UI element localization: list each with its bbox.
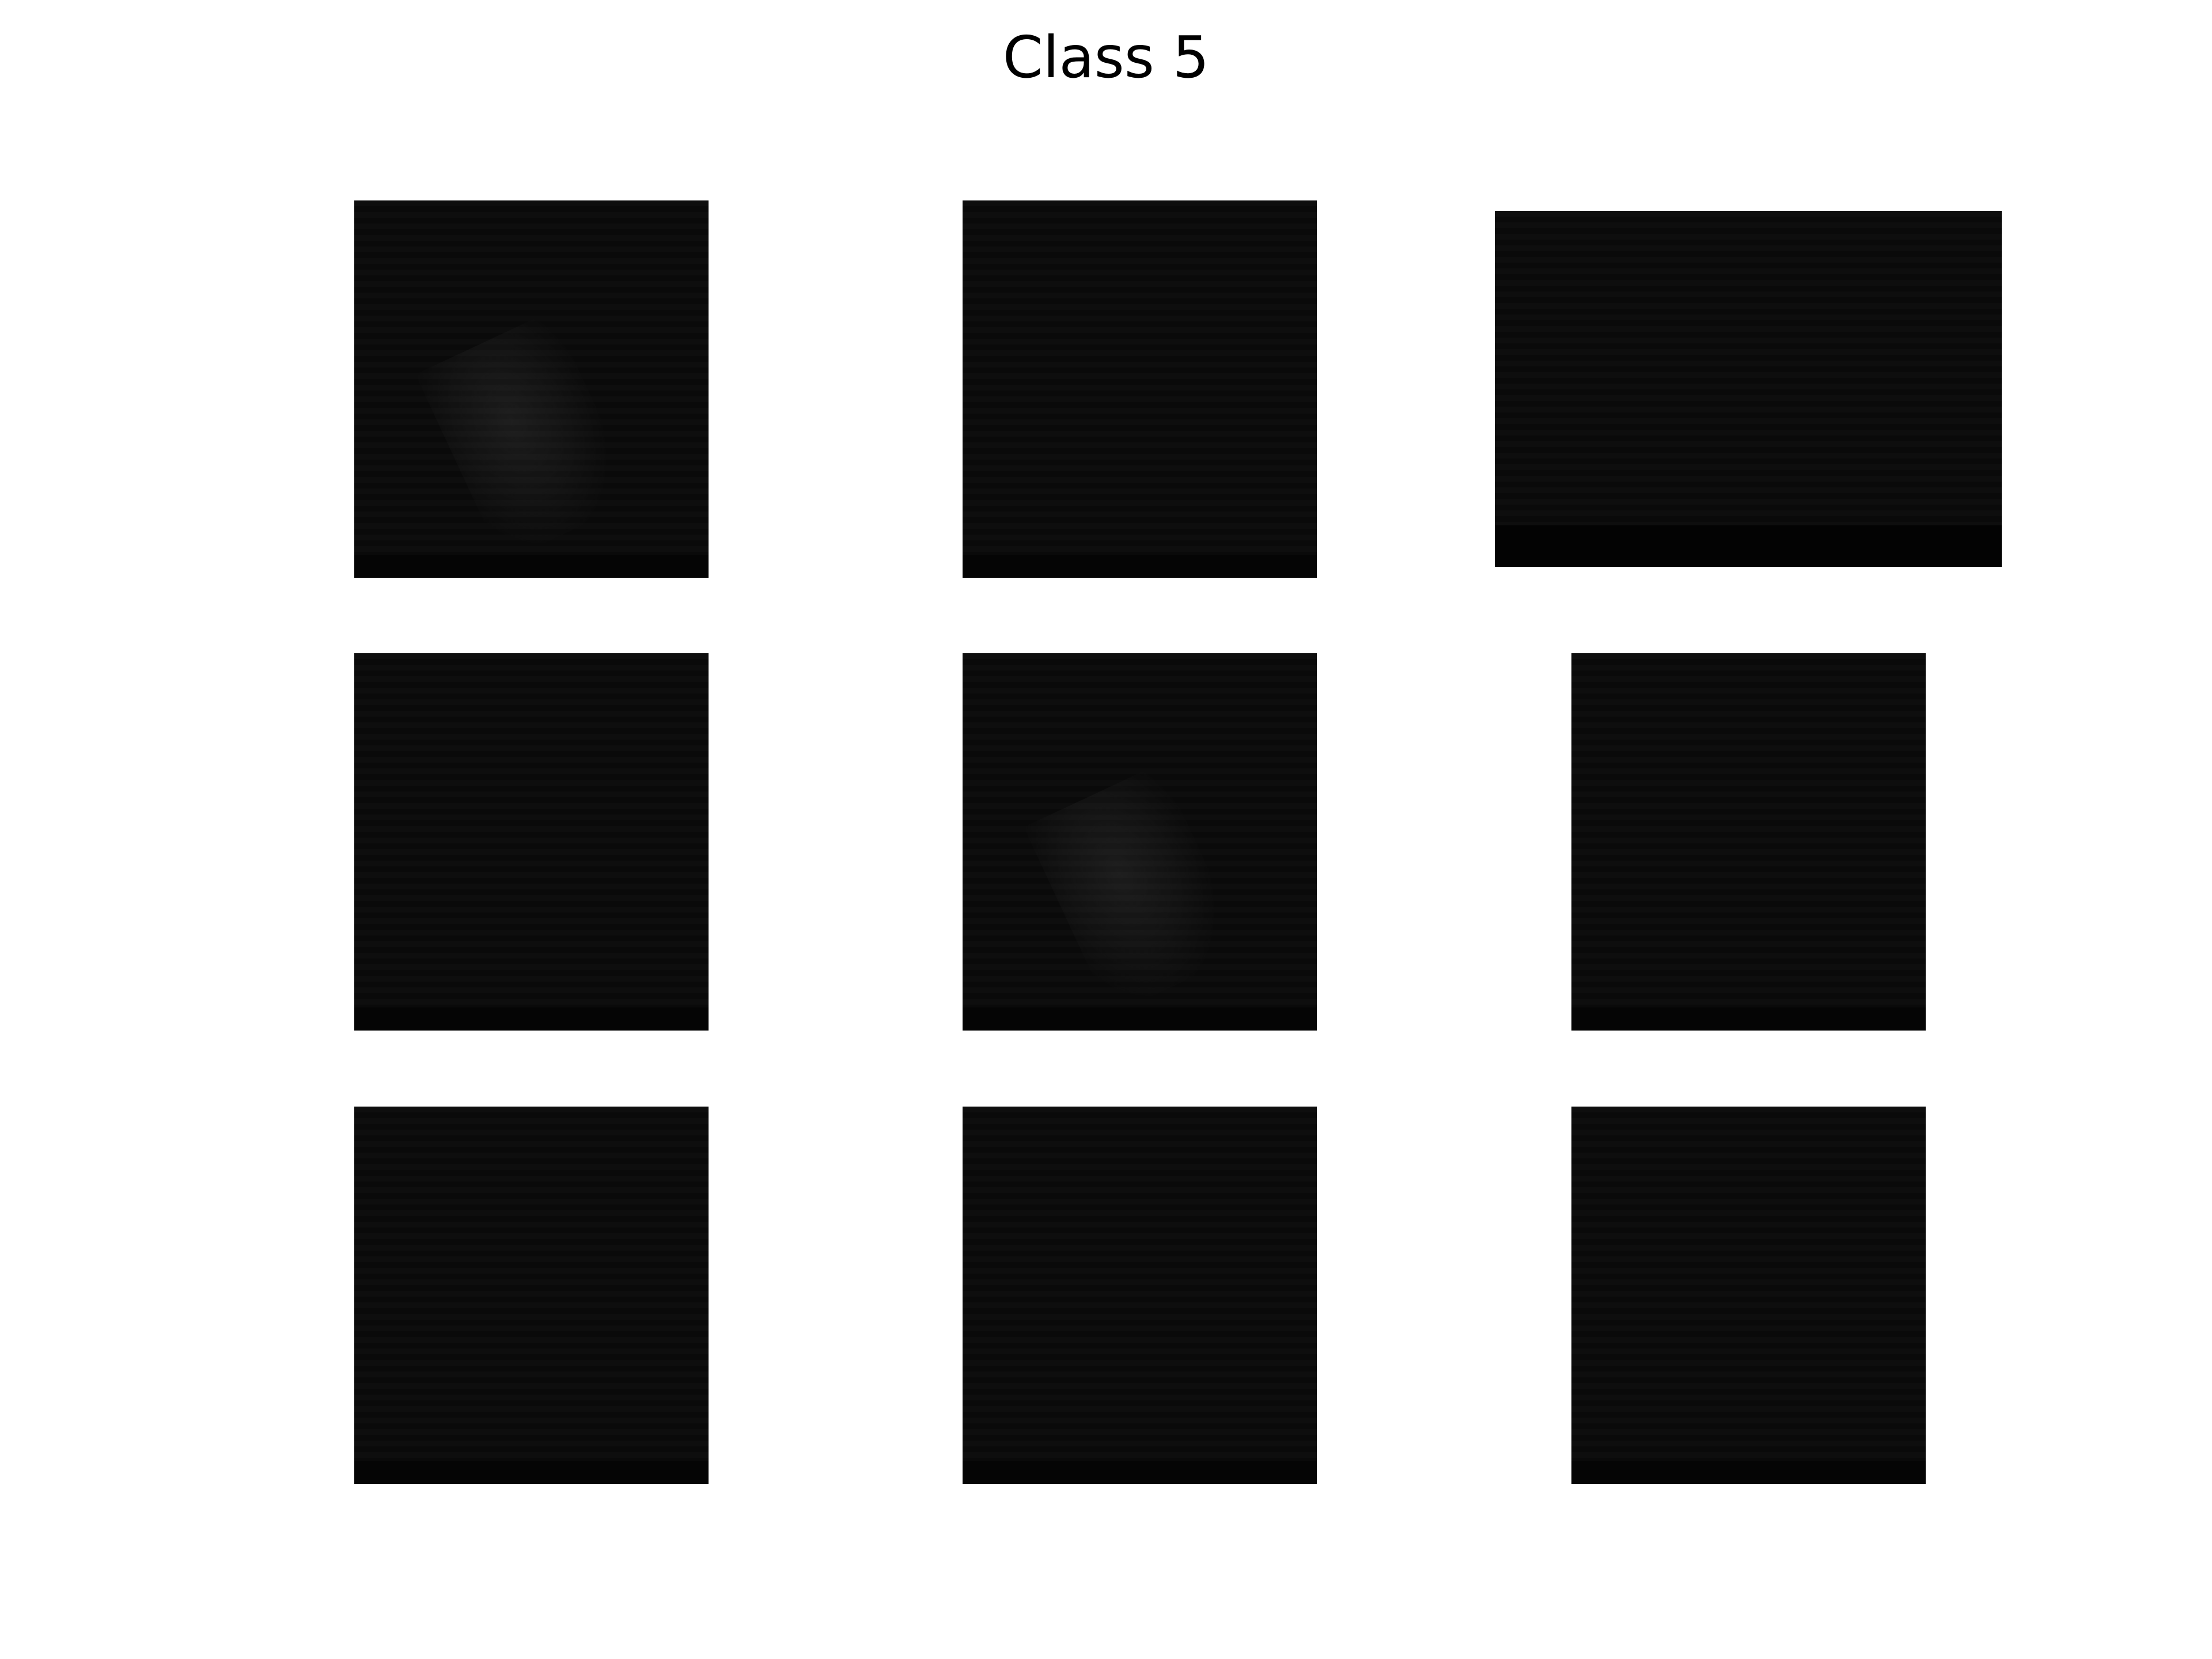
faint-shape — [1024, 763, 1247, 1016]
sample-image-4 — [354, 653, 709, 1031]
sample-image-3 — [1495, 211, 2002, 567]
sample-image-9 — [1571, 1107, 1926, 1484]
sample-image-7 — [354, 1107, 709, 1484]
faint-shape — [415, 310, 639, 563]
sample-image-6 — [1571, 653, 1926, 1031]
sample-image-8 — [963, 1107, 1317, 1484]
bright-speck — [1869, 531, 1881, 537]
sample-image-5 — [963, 653, 1317, 1031]
sample-image-1 — [354, 200, 709, 578]
sample-image-2 — [963, 200, 1317, 578]
figure-title: Class 5 — [1002, 24, 1210, 91]
